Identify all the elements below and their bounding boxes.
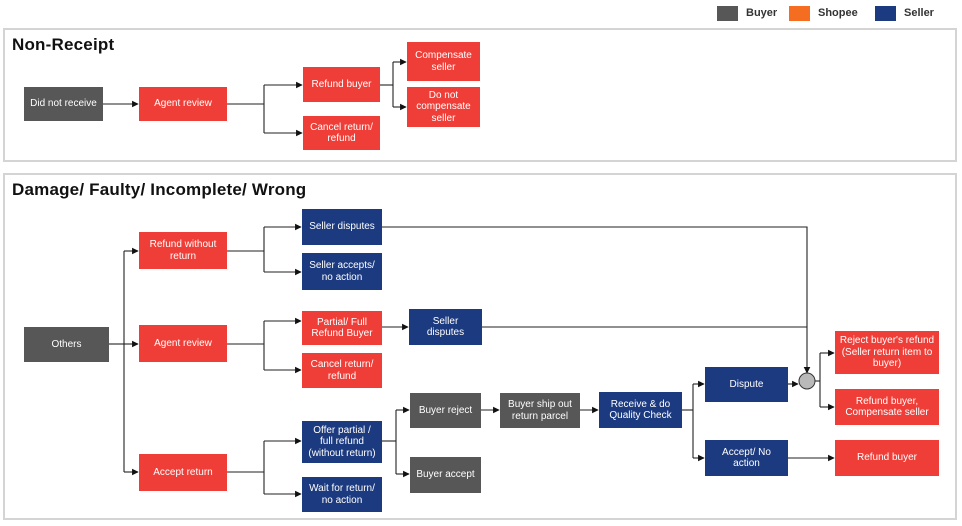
node-refund-buyer-2: Refund buyer [835,440,939,476]
node-buyer-accept: Buyer accept [410,457,481,493]
node-accept-no-action: Accept/ No action [705,440,788,476]
legend-buyer-swatch [717,5,738,21]
legend-seller: Seller [875,5,934,21]
node-did-not-receive: Did not receive [24,87,103,121]
section-non-receipt [3,28,957,162]
node-refund-buyer-1: Refund buyer [303,67,380,102]
node-seller-accepts-no-action: Seller accepts/ no action [302,253,382,290]
node-seller-disputes-2: Seller disputes [409,309,482,345]
legend-buyer-label: Buyer [746,7,778,19]
node-agent-review-2: Agent review [139,325,227,362]
node-agent-review-1: Agent review [139,87,227,121]
merge-node-icon [798,372,816,390]
legend-seller-swatch [875,5,896,21]
node-buyer-reject: Buyer reject [410,393,481,428]
node-cancel-return-2: Cancel return/ refund [302,353,382,388]
legend-seller-label: Seller [904,7,934,19]
node-refund-buyer-compensate: Refund buyer, Compensate seller [835,389,939,425]
node-partial-full-refund-buyer: Partial/ Full Refund Buyer [302,311,382,345]
legend-shopee-swatch [789,5,810,21]
node-reject-buyers-refund: Reject buyer's refund (Seller return ite… [835,331,939,374]
damage-title: Damage/ Faulty/ Incomplete/ Wrong [12,180,307,199]
non-receipt-title: Non-Receipt [12,35,115,54]
node-seller-disputes-1: Seller disputes [302,209,382,245]
legend-buyer: Buyer [717,5,777,21]
legend-shopee: Shopee [789,5,858,21]
node-wait-for-return: Wait for return/ no action [302,477,382,512]
legend-shopee-label: Shopee [818,7,858,19]
node-dispute: Dispute [705,367,788,402]
node-receive-quality-check: Receive & do Quality Check [599,392,682,428]
node-offer-partial-full-refund: Offer partial / full refund (without ret… [302,421,382,463]
node-others: Others [24,327,109,362]
node-cancel-return-1: Cancel return/ refund [303,116,380,150]
node-accept-return: Accept return [139,454,227,491]
node-buyer-ship-out: Buyer ship out return parcel [500,393,580,428]
node-do-not-compensate: Do not compensate seller [407,87,480,127]
node-refund-without-return: Refund without return [139,232,227,269]
node-compensate-seller: Compensate seller [407,42,480,81]
